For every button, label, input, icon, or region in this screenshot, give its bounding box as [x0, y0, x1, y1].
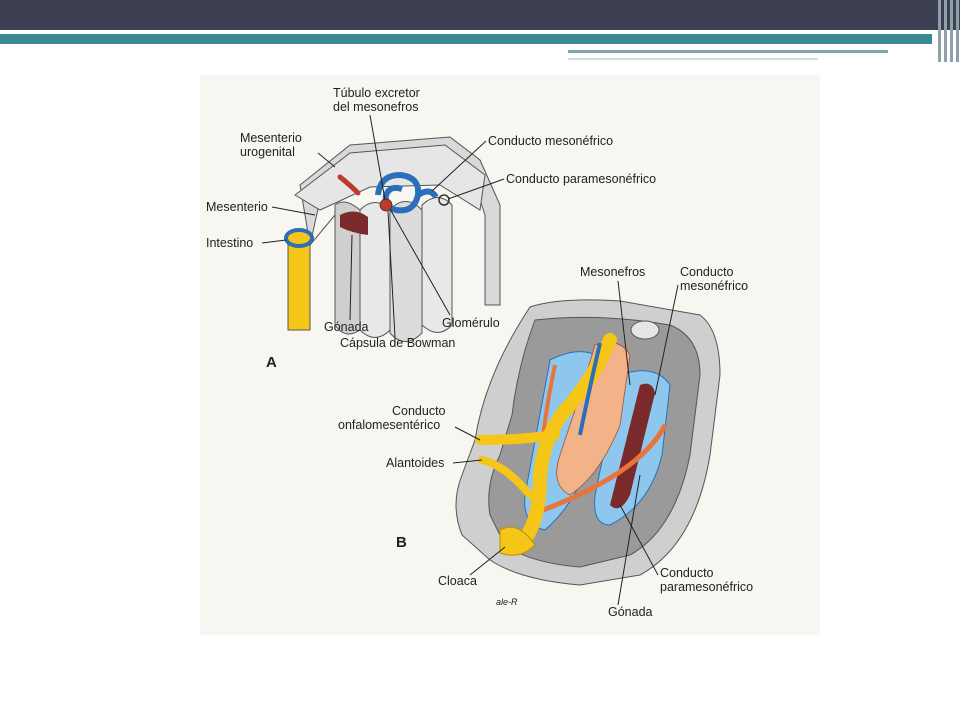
- leader-line: [431, 140, 487, 192]
- label-tubulo-2: del mesonefros: [333, 100, 418, 114]
- leader-line: [271, 206, 316, 216]
- label-mesenterio-uro-2: urogenital: [240, 145, 295, 159]
- leader-line: [389, 208, 451, 316]
- label-gonada-a: Gónada: [324, 320, 369, 334]
- accent-thin-line-light: [568, 58, 818, 60]
- leader-line: [617, 280, 631, 386]
- leader-line: [617, 474, 641, 606]
- label-tubulo-1: Túbulo excretor: [333, 86, 420, 100]
- fold: [389, 201, 423, 342]
- glomerulus: [379, 198, 393, 212]
- leader-line: [452, 459, 483, 464]
- intestine-lumen: [284, 228, 314, 248]
- leader-line: [369, 114, 386, 201]
- slide-title-bar: [0, 0, 960, 30]
- label-intestino: Intestino: [206, 236, 253, 250]
- figure-drawing: Túbulo excretor del mesonefros Mesenteri…: [206, 86, 753, 619]
- blue-tubule: [416, 188, 439, 199]
- accent-line: [0, 34, 932, 44]
- gonad: [340, 211, 368, 235]
- mesentery: [309, 214, 336, 246]
- label-conducto-meso-b-1: Conducto: [680, 265, 734, 279]
- panel-a-letter: A: [266, 354, 277, 371]
- corner-line: [956, 0, 959, 62]
- label-conducto-meso-b-2: mesonéfrico: [680, 279, 748, 293]
- leader-line: [261, 239, 287, 244]
- panel-b-letter: B: [396, 534, 407, 551]
- panel-a: Túbulo excretor del mesonefros Mesenteri…: [206, 86, 656, 371]
- gonad-b: [610, 383, 655, 509]
- mesentery-fold: [334, 201, 361, 335]
- label-onfalo-1: Conducto: [392, 404, 446, 418]
- label-alantoides: Alantoides: [386, 456, 444, 470]
- label-mesenterio: Mesenterio: [206, 200, 268, 214]
- label-cloaca: Cloaca: [438, 574, 477, 588]
- leader-line: [447, 178, 505, 200]
- artist-signature: ale-R: [496, 597, 518, 607]
- allantois: [478, 456, 534, 499]
- leader-line: [619, 504, 659, 576]
- label-parameso-b-1: Conducto: [660, 566, 714, 580]
- label-conducto-parameso: Conducto paramesonéfrico: [506, 172, 656, 186]
- label-onfalo-2: onfalomesentérico: [338, 418, 440, 432]
- label-glomerulo: Glomérulo: [442, 316, 500, 330]
- label-parameso-b-2: paramesonéfrico: [660, 580, 753, 594]
- label-mesenterio-uro-1: Mesenterio: [240, 131, 302, 145]
- fold: [421, 197, 453, 333]
- corner-line: [950, 0, 953, 62]
- embryology-figure: Túbulo excretor del mesonefros Mesenteri…: [200, 75, 820, 635]
- label-conducto-meso: Conducto mesonéfrico: [488, 134, 613, 148]
- label-mesonefros: Mesonefros: [580, 265, 645, 279]
- red-tubule: [337, 174, 361, 196]
- blue-tubule: [375, 171, 422, 214]
- cloaca: [499, 526, 536, 556]
- corner-line: [938, 0, 941, 62]
- leader-line: [469, 546, 506, 576]
- leader-line: [349, 234, 353, 321]
- leader-line: [454, 426, 481, 441]
- accent-thin-line: [568, 50, 888, 53]
- vitelline-duct: [475, 430, 560, 445]
- leader-line: [317, 152, 336, 168]
- mesonephric-duct-b: [578, 342, 602, 436]
- mesonephros: [556, 342, 631, 496]
- label-capsula: Cápsula de Bowman: [340, 336, 455, 350]
- leader-line: [387, 210, 396, 338]
- leader-line: [654, 284, 679, 396]
- opening: [630, 320, 660, 340]
- panel-b: Mesonefros Conducto mesonéfrico Conducto…: [338, 265, 753, 619]
- corner-line: [944, 0, 947, 62]
- intestine: [287, 239, 311, 331]
- paramesonephric-duct: [438, 194, 450, 206]
- label-gonada-b: Gónada: [608, 605, 653, 619]
- paramesonephric-duct-b: [529, 423, 668, 518]
